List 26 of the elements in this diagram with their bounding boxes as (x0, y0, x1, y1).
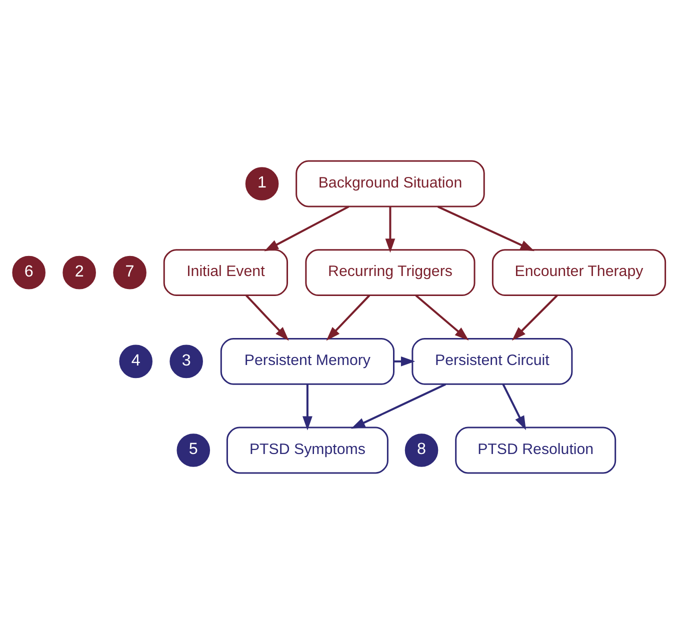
node-box: Recurring Triggers (305, 249, 476, 296)
arrow (302, 384, 312, 430)
arrow (385, 206, 396, 253)
node-circle: 3 (170, 344, 203, 378)
node-circle: 8 (404, 434, 438, 467)
arrow (350, 383, 446, 429)
node-box: PTSD Symptoms (226, 426, 388, 474)
arrow (264, 206, 350, 252)
node-box: Persistent Circuit (412, 338, 573, 385)
node-box: Persistent Memory (220, 338, 395, 385)
node-circle: 5 (176, 434, 210, 467)
node-circle: 1 (245, 167, 279, 200)
arrow (326, 294, 370, 341)
arrow (437, 206, 534, 252)
node-circle: 6 (12, 256, 46, 290)
arrow (512, 294, 558, 341)
arrow (415, 294, 469, 340)
arrow (502, 384, 526, 430)
node-box: PTSD Resolution (455, 426, 616, 474)
node-circle: 4 (119, 344, 152, 378)
arrow (246, 294, 289, 341)
node-circle: 2 (62, 256, 96, 290)
node-box: Initial Event (163, 249, 288, 296)
node-box: Encounter Therapy (492, 249, 666, 296)
node-box: Background Situation (296, 160, 485, 208)
node-circle: 7 (113, 256, 146, 290)
